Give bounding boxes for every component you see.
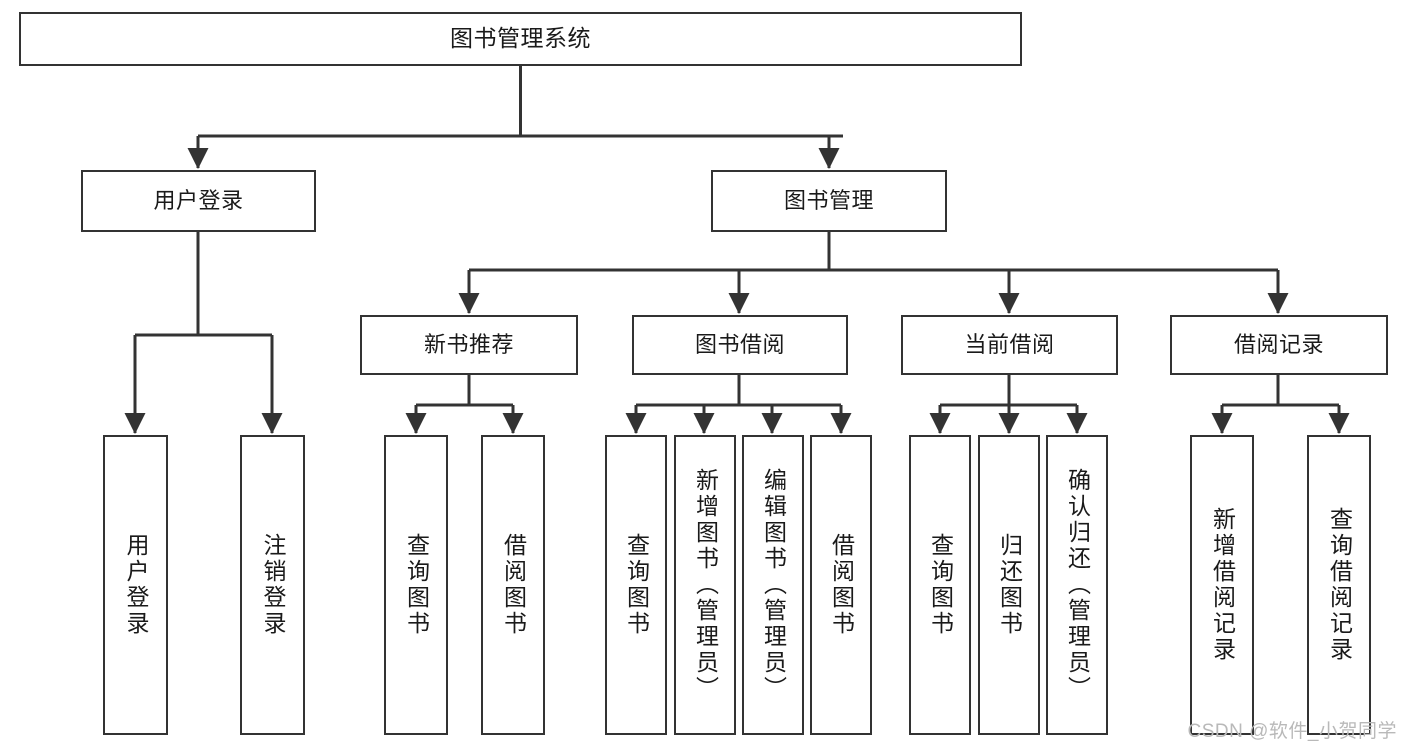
node-leaf-confirm-return[interactable]: 确认归还（管理员）: [1046, 435, 1108, 735]
node-leaf-borrow-book-b-label: 借阅图书: [828, 533, 855, 637]
node-leaf-query-book-b[interactable]: 查询图书: [605, 435, 667, 735]
node-book-borrow-label: 图书借阅: [694, 331, 785, 357]
node-current-borrow-label: 当前借阅: [964, 331, 1055, 357]
node-borrow-record[interactable]: 借阅记录: [1170, 315, 1388, 375]
node-leaf-add-record-label: 新增借阅记录: [1209, 507, 1236, 663]
node-leaf-borrow-book-a[interactable]: 借阅图书: [481, 435, 545, 735]
node-leaf-query-book-b-label: 查询图书: [623, 533, 650, 637]
node-user-login[interactable]: 用户登录: [81, 170, 316, 232]
node-borrow-record-label: 借阅记录: [1233, 331, 1324, 357]
node-leaf-logout-label: 注销登录: [260, 533, 286, 637]
node-book-manage[interactable]: 图书管理: [711, 170, 947, 232]
node-leaf-add-book-label: 新增图书（管理员）: [692, 468, 719, 702]
node-user-login-label: 用户登录: [153, 187, 244, 213]
node-leaf-query-book-c[interactable]: 查询图书: [909, 435, 971, 735]
node-leaf-user-login-label: 用户登录: [123, 533, 149, 637]
node-leaf-borrow-book-b[interactable]: 借阅图书: [810, 435, 872, 735]
node-book-borrow[interactable]: 图书借阅: [632, 315, 848, 375]
node-root[interactable]: 图书管理系统: [19, 12, 1022, 66]
node-leaf-user-login[interactable]: 用户登录: [103, 435, 168, 735]
node-leaf-add-record[interactable]: 新增借阅记录: [1190, 435, 1254, 735]
node-current-borrow[interactable]: 当前借阅: [901, 315, 1118, 375]
node-new-book-rec-label: 新书推荐: [423, 331, 514, 357]
node-leaf-edit-book[interactable]: 编辑图书（管理员）: [742, 435, 804, 735]
node-leaf-edit-book-label: 编辑图书（管理员）: [760, 468, 787, 702]
node-leaf-query-record[interactable]: 查询借阅记录: [1307, 435, 1371, 735]
node-root-label: 图书管理系统: [450, 25, 591, 52]
node-leaf-borrow-book-a-label: 借阅图书: [500, 533, 527, 637]
node-new-book-rec[interactable]: 新书推荐: [360, 315, 578, 375]
node-leaf-query-book-c-label: 查询图书: [927, 533, 954, 637]
node-leaf-return-book-label: 归还图书: [996, 533, 1023, 637]
node-leaf-logout[interactable]: 注销登录: [240, 435, 305, 735]
node-leaf-return-book[interactable]: 归还图书: [978, 435, 1040, 735]
node-book-manage-label: 图书管理: [783, 187, 874, 213]
watermark: CSDN @软件_小贺同学: [1187, 721, 1397, 742]
node-leaf-query-book-a[interactable]: 查询图书: [384, 435, 448, 735]
node-leaf-query-book-a-label: 查询图书: [403, 533, 430, 637]
node-leaf-confirm-return-label: 确认归还（管理员）: [1064, 468, 1091, 702]
node-leaf-query-record-label: 查询借阅记录: [1326, 507, 1353, 663]
node-leaf-add-book[interactable]: 新增图书（管理员）: [674, 435, 736, 735]
